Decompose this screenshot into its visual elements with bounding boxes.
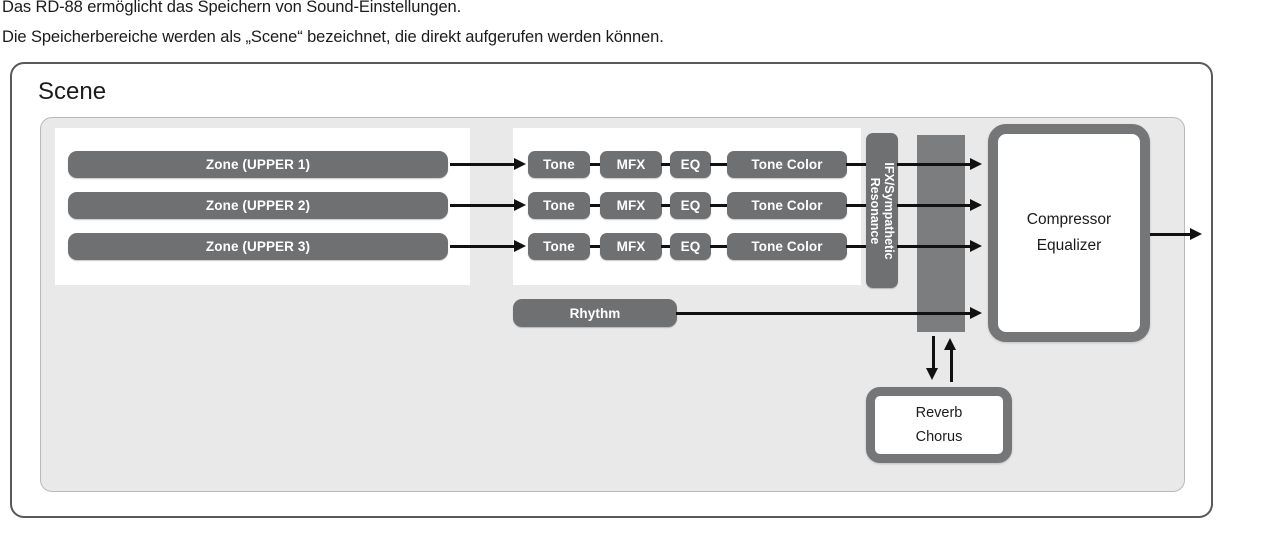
- tone-color-block-row1: Tone Color: [727, 151, 847, 178]
- compressor-equalizer-block: Compressor Equalizer: [988, 124, 1150, 342]
- compressor-output-arrowhead: [1190, 228, 1202, 240]
- mfx-block-row2: MFX: [600, 192, 662, 219]
- ifx-label: IFX/Sympathetic Resonance: [868, 136, 896, 286]
- reverb-to-bus-arrowhead: [944, 338, 956, 350]
- eq-tonecolor-link-row3: [710, 245, 728, 248]
- zone-upper-1-block: Zone (UPPER 1): [68, 151, 448, 178]
- mfx-block-row1: MFX: [600, 151, 662, 178]
- scene-title: Scene: [38, 78, 107, 105]
- tone-block-row1: Tone: [528, 151, 590, 178]
- zone2-to-tone-line: [450, 204, 516, 207]
- ifx-to-compressor-arrowhead-row3: [970, 240, 982, 252]
- ifx-label-line2: Resonance: [868, 177, 882, 244]
- rhythm-block: Rhythm: [513, 299, 677, 327]
- zone1-to-tone-line: [450, 163, 516, 166]
- tonecolor-ifx-link-row1: [846, 163, 867, 166]
- mfx-eq-link-row2: [661, 204, 671, 207]
- mixer-bus-bar: [917, 135, 965, 332]
- tone-block-row2: Tone: [528, 192, 590, 219]
- eq-block-row3: EQ: [670, 233, 711, 260]
- tonecolor-ifx-link-row2: [846, 204, 867, 207]
- mfx-eq-link-row3: [661, 245, 671, 248]
- tone-mfx-link-row2: [590, 204, 601, 207]
- bus-to-reverb-arrowhead: [926, 368, 938, 380]
- ifx-to-compressor-line-row2: [897, 204, 973, 207]
- mfx-block-row3: MFX: [600, 233, 662, 260]
- ifx-to-compressor-line-row1: [897, 163, 973, 166]
- tone-mfx-link-row3: [590, 245, 601, 248]
- tone-block-row3: Tone: [528, 233, 590, 260]
- zone3-to-tone-line: [450, 245, 516, 248]
- eq-block-row1: EQ: [670, 151, 711, 178]
- mfx-eq-link-row1: [661, 163, 671, 166]
- zone-upper-2-block: Zone (UPPER 2): [68, 192, 448, 219]
- eq-tonecolor-link-row2: [710, 204, 728, 207]
- ifx-to-compressor-line-row3: [897, 245, 973, 248]
- reverb-label-line2: Chorus: [915, 429, 963, 445]
- compressor-output-line: [1150, 233, 1195, 236]
- intro-line-1: Das RD-88 ermöglicht das Speichern von S…: [2, 0, 462, 16]
- intro-line-2: Die Speicherbereiche werden als „Scene“ …: [2, 28, 664, 46]
- ifx-label-line1: IFX/Sympathetic: [882, 161, 896, 260]
- rhythm-to-compressor-arrowhead: [970, 307, 982, 319]
- zone2-to-tone-arrowhead: [514, 199, 526, 211]
- compressor-label-line2: Equalizer: [1036, 237, 1102, 254]
- zone-upper-3-block: Zone (UPPER 3): [68, 233, 448, 260]
- ifx-to-compressor-arrowhead-row1: [970, 158, 982, 170]
- compressor-label-line1: Compressor: [1026, 211, 1112, 228]
- reverb-to-bus-line: [950, 348, 953, 382]
- bus-to-reverb-line: [932, 336, 935, 370]
- tone-color-block-row2: Tone Color: [727, 192, 847, 219]
- tone-color-block-row3: Tone Color: [727, 233, 847, 260]
- rhythm-to-bus-line: [676, 312, 973, 315]
- tone-mfx-link-row1: [590, 163, 601, 166]
- reverb-chorus-block: Reverb Chorus: [866, 387, 1012, 463]
- eq-block-row2: EQ: [670, 192, 711, 219]
- zone3-to-tone-arrowhead: [514, 240, 526, 252]
- ifx-to-compressor-arrowhead-row2: [970, 199, 982, 211]
- eq-tonecolor-link-row1: [710, 163, 728, 166]
- tonecolor-ifx-link-row3: [846, 245, 867, 248]
- ifx-sympathetic-resonance-block: IFX/Sympathetic Resonance: [866, 133, 898, 288]
- reverb-label-line1: Reverb: [915, 405, 963, 421]
- zone1-to-tone-arrowhead: [514, 158, 526, 170]
